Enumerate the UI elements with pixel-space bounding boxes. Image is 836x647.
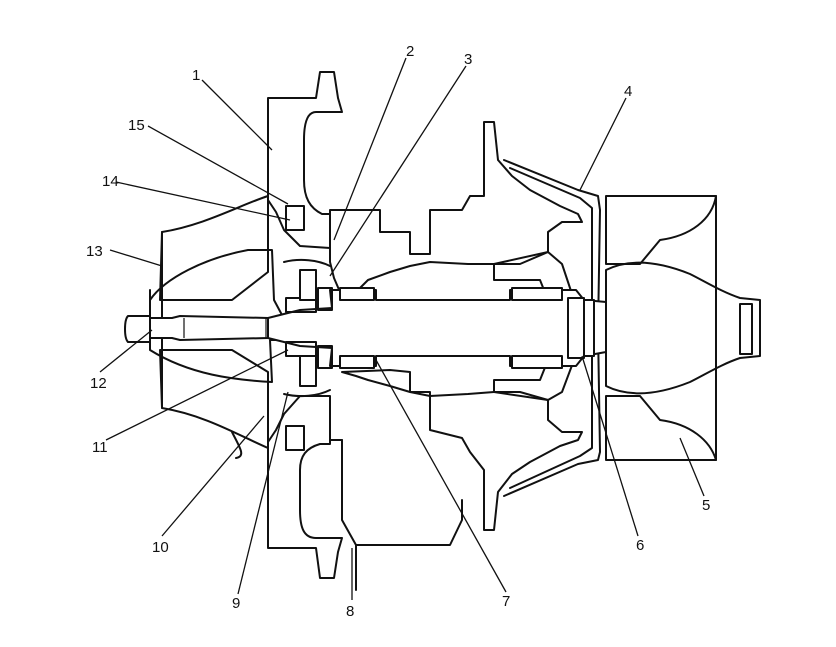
leader-2 xyxy=(333,57,407,241)
leader-3 xyxy=(329,65,467,277)
leader-4 xyxy=(579,97,627,191)
leader-11 xyxy=(105,349,289,441)
callout-11: 11 xyxy=(92,439,108,456)
callout-4: 4 xyxy=(624,83,632,100)
housing-outer-profile xyxy=(329,439,463,591)
leader-1 xyxy=(201,79,273,151)
leader-15 xyxy=(147,125,289,205)
callout-8: 8 xyxy=(346,603,354,620)
callout-9: 9 xyxy=(232,595,240,612)
turbine-wheel xyxy=(605,195,761,461)
callout-labels: 1 2 3 4 5 6 7 8 9 10 11 12 13 14 15 xyxy=(86,43,710,620)
callout-13: 13 xyxy=(86,243,103,260)
leader-12 xyxy=(99,329,153,373)
leader-14 xyxy=(115,181,291,221)
callout-12: 12 xyxy=(90,375,107,392)
leader-7 xyxy=(375,359,507,593)
leader-lines xyxy=(99,57,705,600)
compressor-nut xyxy=(124,315,269,343)
callout-7: 7 xyxy=(502,593,510,610)
callout-5: 5 xyxy=(702,497,710,514)
callout-3: 3 xyxy=(464,51,472,68)
leader-13 xyxy=(109,249,163,267)
callout-1: 1 xyxy=(192,67,200,84)
callout-6: 6 xyxy=(636,537,644,554)
leader-10 xyxy=(161,415,265,537)
callout-10: 10 xyxy=(152,539,169,556)
leader-5 xyxy=(679,437,705,497)
callout-14: 14 xyxy=(102,173,119,190)
callout-2: 2 xyxy=(406,43,414,60)
callout-15: 15 xyxy=(128,117,145,134)
shaft-assembly xyxy=(267,287,607,369)
leader-6 xyxy=(581,355,639,537)
leader-9 xyxy=(237,391,289,595)
thrust-bearing-assembly xyxy=(283,205,333,451)
